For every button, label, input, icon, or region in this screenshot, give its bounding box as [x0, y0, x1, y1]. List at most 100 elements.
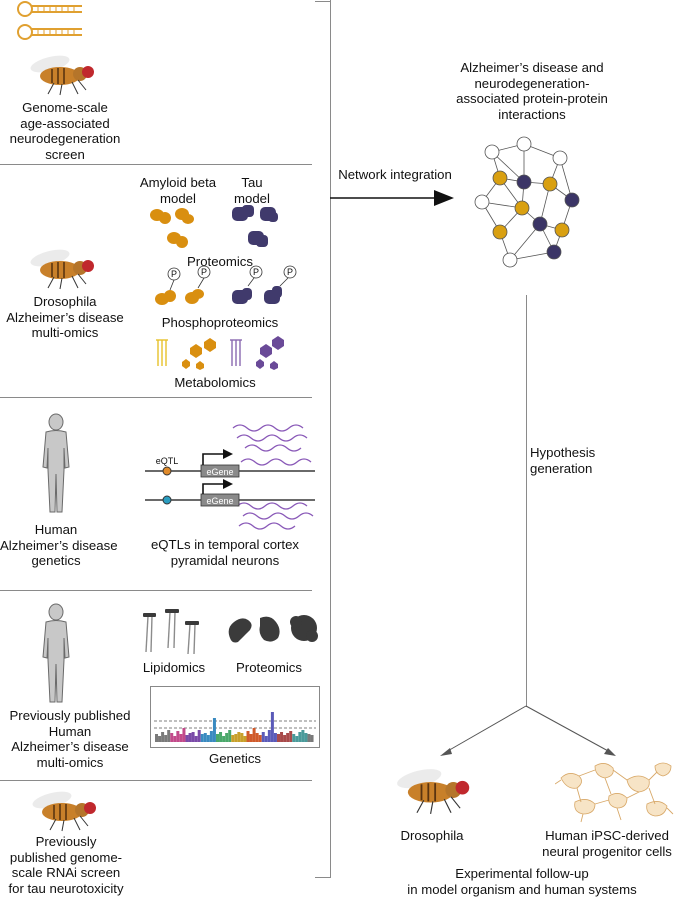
manhattan-bar [194, 736, 198, 742]
manhattan-bar [267, 730, 271, 742]
drosophila-multiomics-caption: Drosophila Alzheimer’s disease multi-omi… [0, 294, 130, 341]
manhattan-bar [161, 732, 165, 742]
caption-line: Previously published [9, 708, 131, 723]
manhattan-bar [155, 734, 158, 742]
phospho-label-3: P [252, 267, 259, 277]
divider-top-bracket [315, 1, 331, 2]
manhattan-bar [185, 735, 189, 742]
caption-line: Human [34, 522, 78, 537]
manhattan-bar [307, 734, 311, 742]
label-line: Amyloid beta [139, 175, 217, 190]
manhattan-bar [206, 735, 210, 742]
label-line: neural progenitor cells [542, 843, 672, 859]
neural-cells-icon [555, 762, 674, 823]
manhattan-bar [173, 736, 177, 742]
manhattan-bar [212, 718, 216, 742]
rnai-screen-caption: Previously published genome- scale RNAi … [0, 834, 132, 896]
manhattan-bar [197, 730, 201, 742]
human-figure-icon [42, 603, 70, 703]
caption-line: Previously [35, 834, 97, 849]
manhattan-bar [264, 736, 268, 742]
caption-line: Alzheimer’s disease [11, 739, 129, 754]
hairpin-icon [17, 1, 82, 40]
manhattan-bar [216, 734, 219, 742]
caption-line: screen [45, 146, 85, 162]
eqtl-caption: eQTLs in temporal cortex pyramidal neuro… [140, 537, 310, 568]
amyloid-protein-icon [150, 208, 194, 248]
title-line: associated protein-protein [456, 91, 608, 106]
divider-main-vertical [330, 0, 331, 878]
title-line: Alzheimer’s disease and [460, 60, 604, 75]
lipidomics-label: Lipidomics [142, 660, 206, 675]
manhattan-bar [164, 735, 168, 742]
fruit-fly-icon [32, 791, 96, 832]
metabolomics-label: Metabolomics [174, 375, 256, 390]
branch-arrows [440, 705, 616, 756]
amyloid-model-label: Amyloid beta model [128, 175, 228, 206]
caption-line: pyramidal neurons [170, 552, 280, 568]
caption-line: scale RNAi screen [11, 865, 121, 880]
manhattan-bar [292, 734, 296, 742]
lipid-icon [143, 609, 199, 655]
manhattan-bar [310, 735, 314, 742]
phospho-icon [155, 265, 297, 305]
label-line: model [234, 190, 270, 206]
manhattan-bar [243, 736, 247, 742]
fruit-fly-icon [397, 769, 470, 814]
followup-caption: Experimental follow-up in model organism… [372, 866, 672, 897]
caption-line: Human [48, 723, 92, 739]
label-line: model [160, 190, 196, 206]
manhattan-bar [234, 734, 238, 742]
proteomics-label: Proteomics [187, 254, 253, 269]
manhattan-bar [179, 734, 183, 742]
manhattan-bar [188, 733, 192, 742]
eqtl-diagram [145, 424, 315, 530]
panel-separator-4 [0, 780, 312, 781]
caption-line: age-associated [20, 115, 110, 131]
network-integration-label: Network integration [338, 167, 452, 182]
published-multiomics-caption: Previously published Human Alzheimer’s d… [0, 708, 140, 770]
manhattan-bar [280, 732, 284, 742]
title-line: neurodegeneration- [474, 75, 590, 91]
manhattan-bar [240, 733, 244, 742]
manhattan-bar [283, 735, 287, 742]
egene-label-bottom: eGene [206, 496, 234, 506]
manhattan-bar [255, 733, 259, 742]
manhattan-bar [252, 728, 256, 742]
hypothesis-connector [526, 295, 527, 707]
title-line: interactions [498, 106, 566, 122]
divider-bottom-bracket [315, 877, 331, 878]
manhattan-bar [231, 735, 235, 742]
manhattan-bar [289, 731, 293, 742]
caption-line: Experimental follow-up [455, 866, 589, 881]
manhattan-bar [304, 733, 308, 742]
caption-line: genetics [31, 553, 81, 568]
caption-line: Alzheimer’s disease [6, 309, 124, 325]
manhattan-bar [246, 731, 250, 742]
label-line: Drosophila [400, 828, 464, 843]
manhattan-bar [176, 731, 180, 742]
caption-line: in model organism and human systems [407, 881, 637, 897]
caption-line: for tau neurotoxicity [8, 880, 124, 896]
manhattan-bar [249, 734, 253, 742]
manhattan-bar [203, 733, 207, 742]
hypothesis-label: Hypothesis generation [530, 445, 630, 476]
manhattan-bar [209, 731, 213, 742]
screen-caption: Genome-scale age-associated neurodegener… [0, 100, 130, 162]
manhattan-bar [158, 736, 162, 742]
network-title: Alzheimer’s disease and neurodegeneratio… [432, 60, 632, 122]
manhattan-bar [301, 730, 305, 742]
metabolite-icon [156, 336, 284, 370]
manhattan-bar [200, 734, 204, 742]
manhattan-bar [170, 733, 174, 742]
caption-line: eQTLs in temporal cortex [150, 537, 300, 552]
manhattan-bar [191, 732, 195, 742]
eqtl-tag: eQTL [155, 456, 179, 466]
manhattan-bar [182, 728, 186, 742]
manhattan-plot-icon [150, 686, 320, 748]
phospho-label-1: P [170, 269, 177, 279]
label-line: Hypothesis [530, 445, 596, 460]
phospho-label-4: P [286, 267, 293, 277]
manhattan-bar [261, 732, 265, 742]
